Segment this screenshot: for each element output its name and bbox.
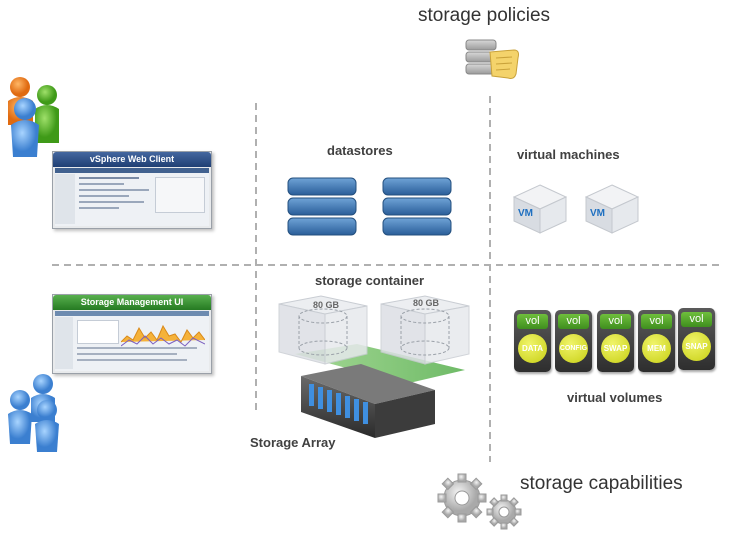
- vm-cube-icon: VM: [584, 183, 640, 235]
- virtual-machines-label: virtual machines: [517, 147, 620, 162]
- storage-capabilities-label: storage capabilities: [520, 473, 683, 494]
- datastore-icon: [382, 177, 452, 236]
- users-icon-storage-admins: [8, 374, 59, 452]
- vvol-snap: vol SNAP: [678, 308, 715, 370]
- vm-badge: VM: [590, 208, 605, 219]
- vvol-top-label: vol: [641, 314, 672, 329]
- vm-badge: VM: [518, 208, 533, 219]
- vvol-swap: vol SWAP: [597, 310, 634, 372]
- vm-cube-icon: VM: [512, 183, 568, 235]
- storage-management-ui-title: Storage Management UI: [53, 295, 211, 310]
- datastores-label: datastores: [327, 143, 393, 158]
- container-size-label: 80 GB: [413, 298, 440, 308]
- vvol-disc-label: MEM: [642, 334, 671, 363]
- storage-array-label: Storage Array: [250, 435, 336, 450]
- vvol-data: vol DATA: [514, 310, 551, 372]
- storage-container-graphic: [278, 295, 470, 438]
- vvol-disc-label: SNAP: [682, 332, 711, 361]
- vsphere-web-client-title: vSphere Web Client: [53, 152, 211, 167]
- storage-policies-label: storage policies: [418, 5, 551, 26]
- vvol-top-label: vol: [681, 312, 712, 327]
- gears-icon: [437, 473, 522, 530]
- vvol-top-label: vol: [517, 314, 548, 329]
- vvol-top-label: vol: [600, 314, 631, 329]
- storage-container-label: storage container: [315, 273, 425, 288]
- datastore-icon: [287, 177, 357, 236]
- vvol-top-label: vol: [558, 314, 589, 329]
- vvol-disc-label: DATA: [518, 334, 547, 363]
- vvol-config: vol CONFIG: [555, 310, 592, 372]
- vsphere-screenshot: [55, 168, 209, 226]
- storage-mgmt-screenshot: [55, 311, 209, 371]
- datastores-group: [287, 177, 452, 236]
- container-size-label: 80 GB: [313, 300, 340, 310]
- vvol-disc-label: CONFIG: [559, 334, 588, 363]
- storage-management-ui-window[interactable]: Storage Management UI: [52, 294, 212, 374]
- virtual-volumes-label: virtual volumes: [567, 390, 663, 405]
- vvol-mem: vol MEM: [638, 310, 675, 372]
- policy-database-icon: [465, 39, 519, 79]
- vvol-disc-label: SWAP: [601, 334, 630, 363]
- users-icon-admins: [8, 77, 59, 157]
- vsphere-web-client-window[interactable]: vSphere Web Client: [52, 151, 212, 229]
